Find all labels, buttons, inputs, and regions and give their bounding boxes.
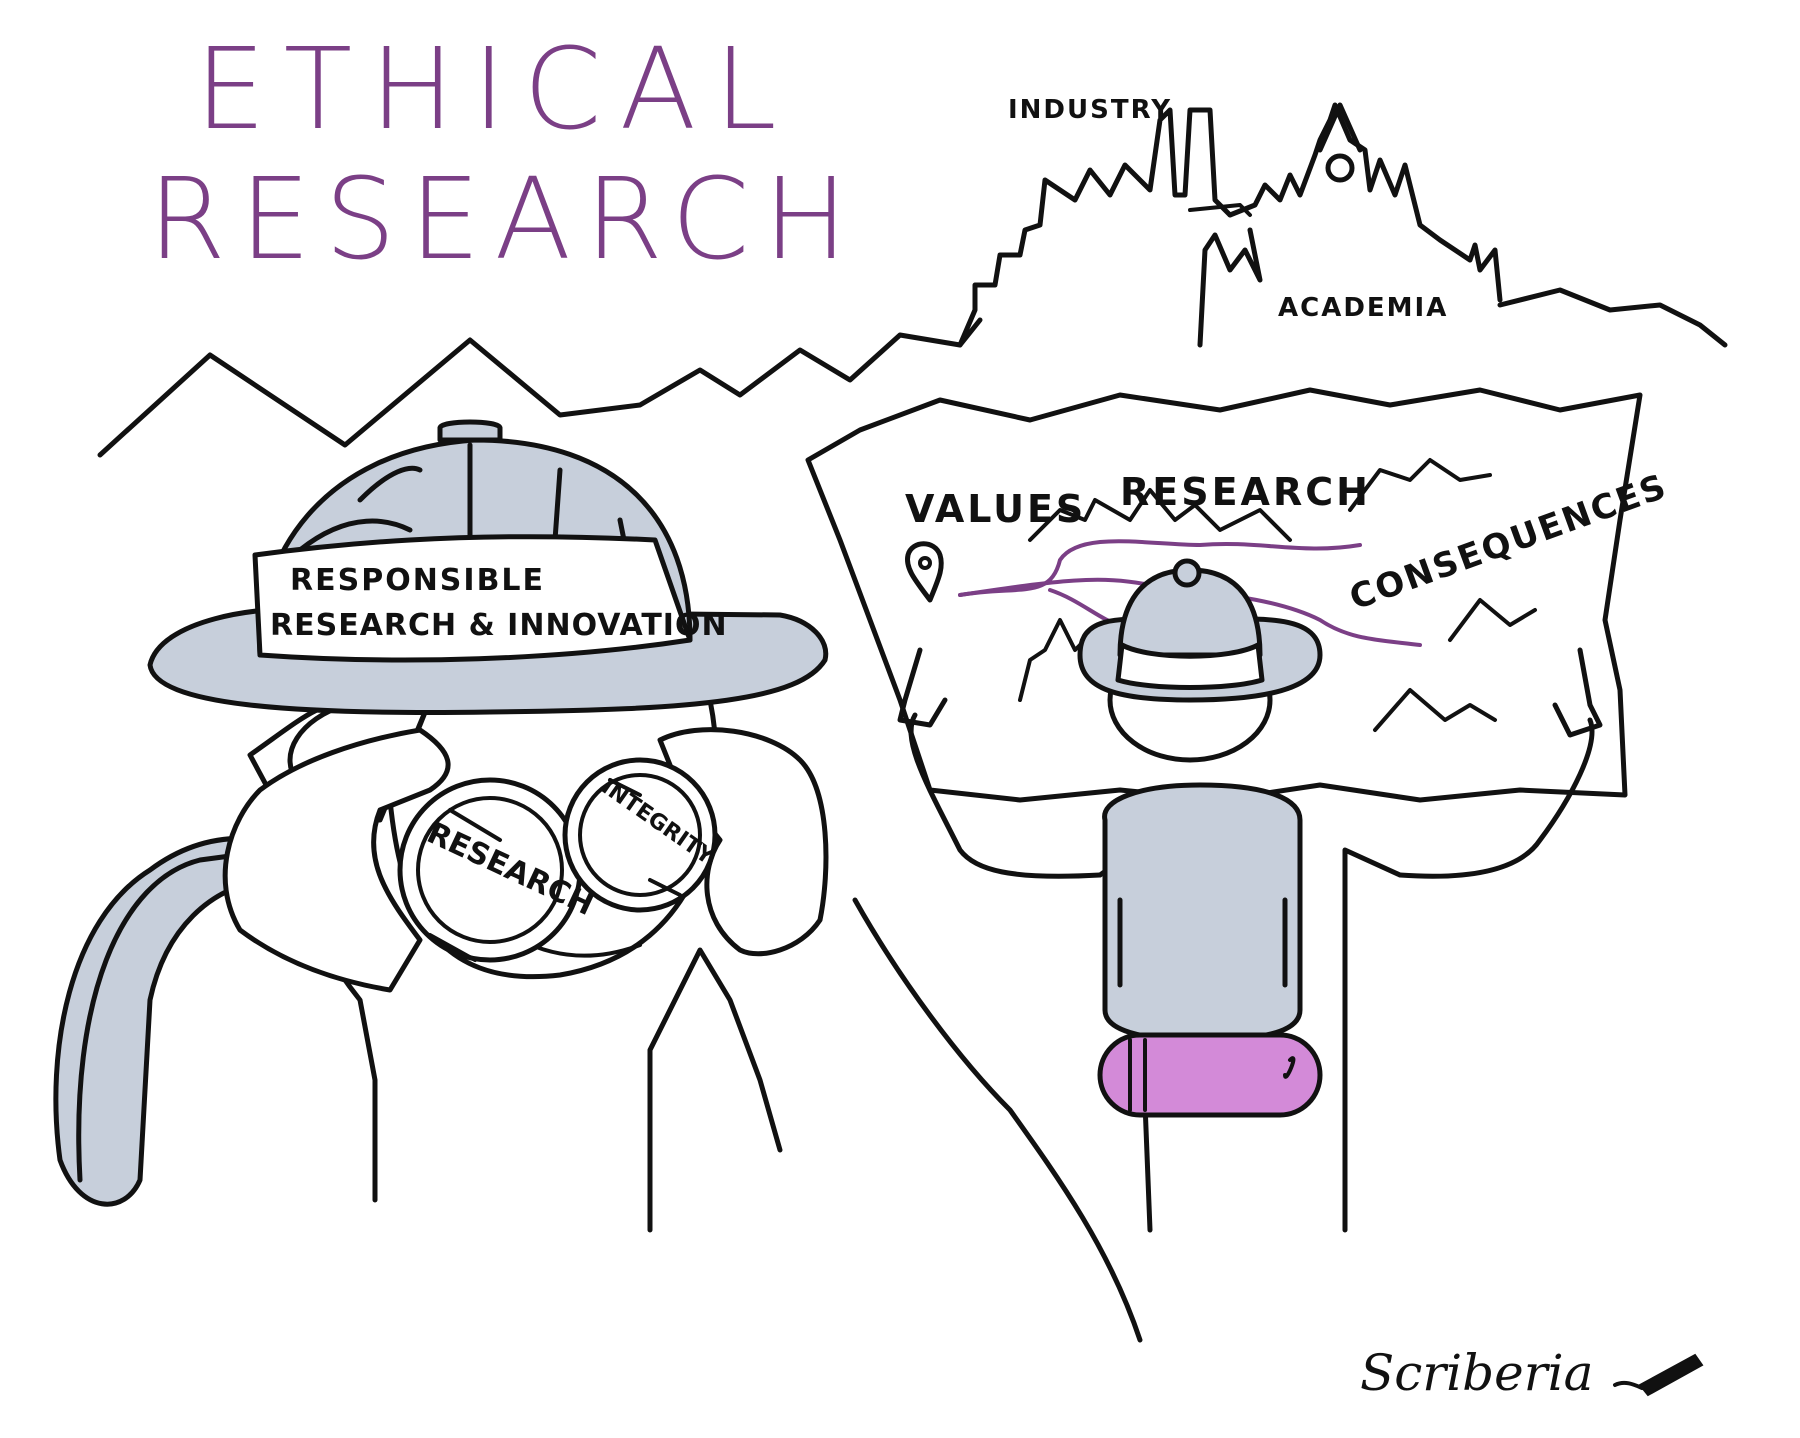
background-mountains-right [1497,287,1728,348]
hat-button [437,419,503,443]
backpack [1102,782,1303,1043]
binocular-right-lens [562,757,718,913]
observer-hat [147,419,829,715]
background-mountains [97,317,983,458]
title-line-1: ETHICAL [195,25,795,155]
signature: Scriberia [1360,1344,1593,1402]
industry-label: INDUSTRY [1008,95,1172,125]
hat-band [252,534,693,663]
skyline [957,102,1503,348]
hat-line-2: RESEARCH & INNOVATION [270,608,728,643]
title-line-2: RESEARCH [148,155,862,285]
pencil-icon [1613,1353,1704,1397]
observer [53,637,1143,1343]
hat-line-1: RESPONSIBLE [290,563,545,598]
bedroll [1097,1032,1323,1118]
map-values-label: VALUES [905,487,1086,531]
clock-tower-clock [1325,153,1355,183]
location-pin-icon [904,541,944,603]
academia-label: ACADEMIA [1278,293,1448,323]
hiker-hat-button [1172,558,1202,588]
map-research-label: RESEARCH [1120,470,1371,514]
hiker [897,558,1603,1233]
